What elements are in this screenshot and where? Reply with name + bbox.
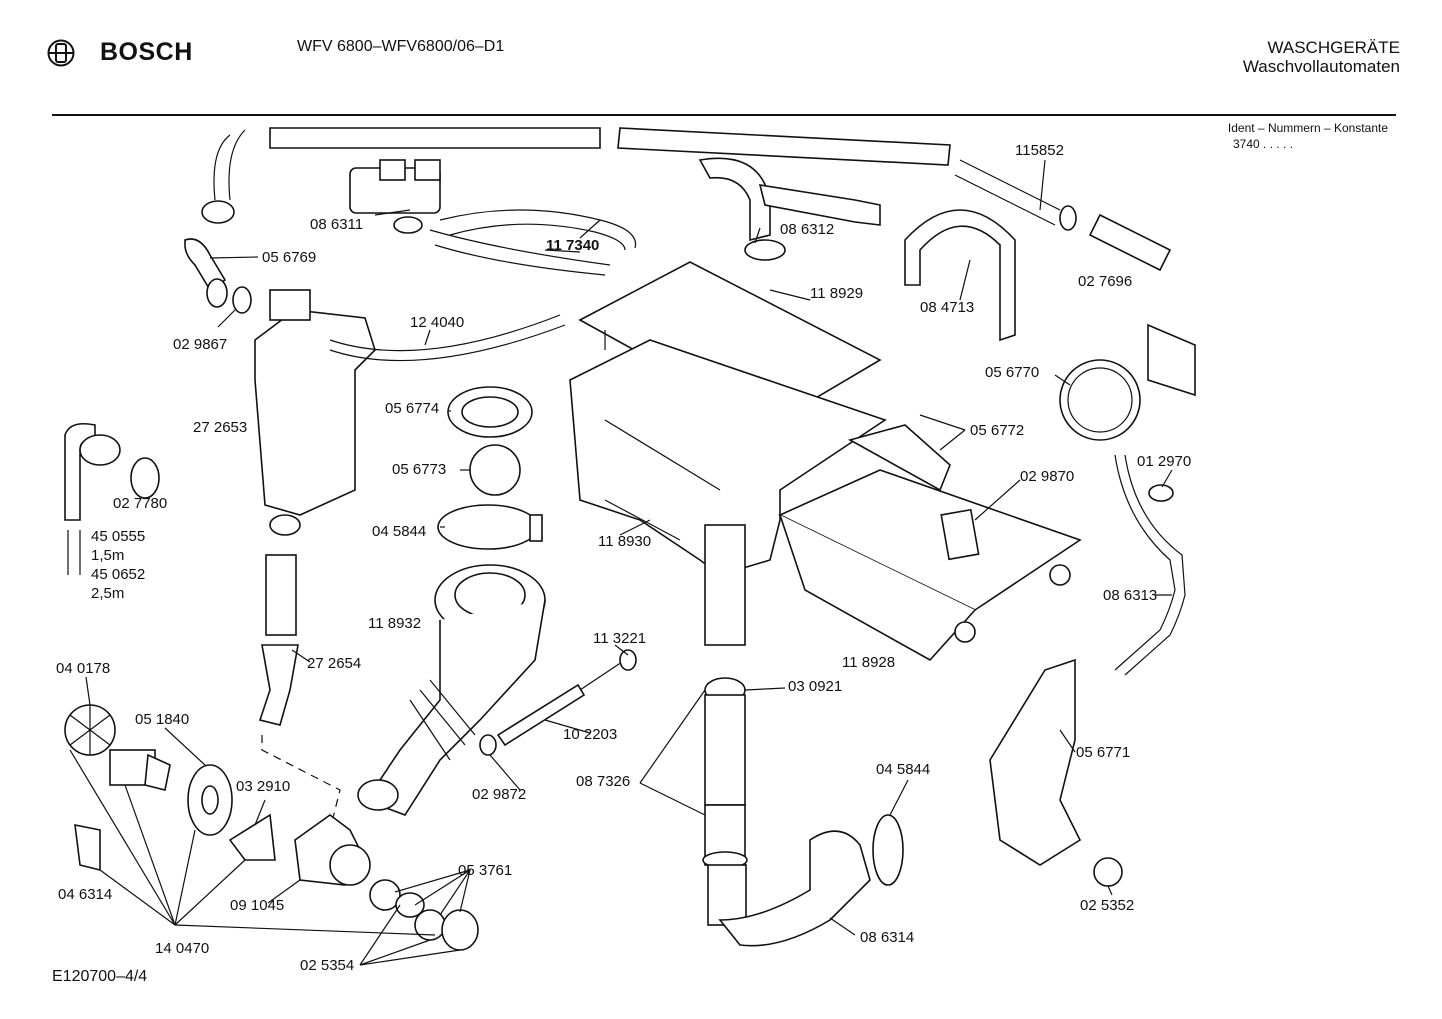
bosch-logo-icon bbox=[47, 39, 75, 67]
drain-hose-drawing bbox=[64, 422, 160, 575]
hose-272654-drawing bbox=[258, 554, 341, 831]
mounting-plate-drawing bbox=[1147, 323, 1196, 397]
part-label: 02 9867 bbox=[173, 336, 227, 353]
part-label: 11 8930 bbox=[598, 533, 651, 550]
part-label: 05 6771 bbox=[1076, 744, 1130, 761]
part-label: 08 4713 bbox=[920, 299, 974, 316]
part-label: 05 6774 bbox=[385, 400, 439, 417]
hose-117340-drawing bbox=[429, 229, 611, 276]
part-label: 03 0921 bbox=[788, 678, 842, 695]
part-label: 10 2203 bbox=[563, 726, 617, 743]
part-label: 09 1045 bbox=[230, 897, 284, 914]
ident-value: 3740 . . . . . bbox=[1233, 137, 1294, 151]
brand-name: BOSCH bbox=[100, 38, 193, 66]
part-label: 04 5844 bbox=[372, 523, 426, 540]
grommet-012970-drawing bbox=[1148, 484, 1174, 502]
part-label: 08 6313 bbox=[1103, 587, 1157, 604]
part-label: 05 1840 bbox=[135, 711, 189, 728]
part-label: 05 6769 bbox=[262, 249, 316, 266]
part-label: 02 7780 bbox=[113, 495, 167, 512]
part-label: 02 9872 bbox=[472, 786, 526, 803]
footer-code: E120700–4/4 bbox=[52, 968, 148, 985]
bracket-drawing bbox=[904, 209, 1016, 342]
part-label: 05 6772 bbox=[970, 422, 1024, 439]
part-label: 12 4040 bbox=[410, 314, 464, 331]
dispenser-housing-drawing bbox=[569, 339, 887, 646]
valve-drawing bbox=[349, 159, 441, 234]
part-label: 14 0470 bbox=[155, 940, 209, 957]
part-label: 01 2970 bbox=[1137, 453, 1191, 470]
inlet-hose-drawing bbox=[201, 127, 1172, 272]
part-label: 03 2910 bbox=[236, 778, 290, 795]
part-label: 08 6314 bbox=[860, 929, 914, 946]
part-label: 02 5354 bbox=[300, 957, 354, 974]
part-label: 11 7340 bbox=[546, 237, 599, 254]
part-label: 02 9870 bbox=[1020, 468, 1074, 485]
part-label: 11 8928 bbox=[842, 654, 895, 671]
part-label: 2,5m bbox=[91, 585, 124, 602]
part-label: 08 7326 bbox=[576, 773, 630, 790]
header-divider bbox=[52, 114, 1396, 116]
part-label: 05 3761 bbox=[458, 862, 512, 879]
part-label: 11 8929 bbox=[810, 285, 863, 302]
part-label: 11 3221 bbox=[593, 630, 646, 647]
part-label: 02 7696 bbox=[1078, 273, 1132, 290]
part-label: 04 5844 bbox=[876, 761, 930, 778]
float-ball-drawing bbox=[469, 444, 521, 496]
category-subtitle: Waschvollautomaten bbox=[1242, 57, 1400, 76]
part-label: 02 5352 bbox=[1080, 897, 1134, 914]
part-label: 04 0178 bbox=[56, 660, 110, 677]
plug-029872-drawing bbox=[479, 734, 497, 756]
category-title: WASCHGERÄTE bbox=[1267, 38, 1400, 57]
pressure-switch-drawing bbox=[1059, 359, 1141, 441]
hose-086313-drawing bbox=[1114, 454, 1186, 676]
ident-label: Ident – Nummern – Konstante bbox=[1227, 121, 1388, 135]
part-label: 27 2654 bbox=[307, 655, 361, 672]
bracket-056771-drawing bbox=[989, 658, 1082, 866]
dispenser-tray-drawing bbox=[778, 424, 1082, 662]
hose-clamp-drawing bbox=[437, 504, 539, 550]
plug-113221-drawing bbox=[619, 649, 637, 671]
grommet-025352-drawing bbox=[1093, 857, 1123, 887]
part-label: 11 8932 bbox=[368, 615, 421, 632]
hose-086312-drawing bbox=[698, 157, 771, 242]
pump-group-drawing bbox=[64, 704, 479, 951]
part-label: 05 6773 bbox=[392, 461, 446, 478]
part-label: 08 6312 bbox=[780, 221, 834, 238]
part-label: 1,5m bbox=[91, 547, 124, 564]
model-number: WFV 6800–WFV6800/06–D1 bbox=[297, 38, 505, 55]
hose-086314-drawing bbox=[718, 830, 871, 947]
part-label: 45 0555 bbox=[91, 528, 145, 545]
sump-drawing bbox=[357, 564, 546, 816]
part-label: 04 6314 bbox=[58, 886, 112, 903]
part-label: 45 0652 bbox=[91, 566, 145, 583]
part-label: 115852 bbox=[1015, 142, 1064, 159]
rod-102203-drawing bbox=[496, 683, 586, 747]
clamp-045844-drawing bbox=[872, 814, 904, 886]
part-label: 08 6311 bbox=[310, 216, 363, 233]
part-label: 27 2653 bbox=[193, 419, 247, 436]
part-label: 05 6770 bbox=[985, 364, 1039, 381]
drain-pipe-drawing bbox=[702, 677, 748, 926]
detergent-container-drawing bbox=[254, 289, 566, 536]
